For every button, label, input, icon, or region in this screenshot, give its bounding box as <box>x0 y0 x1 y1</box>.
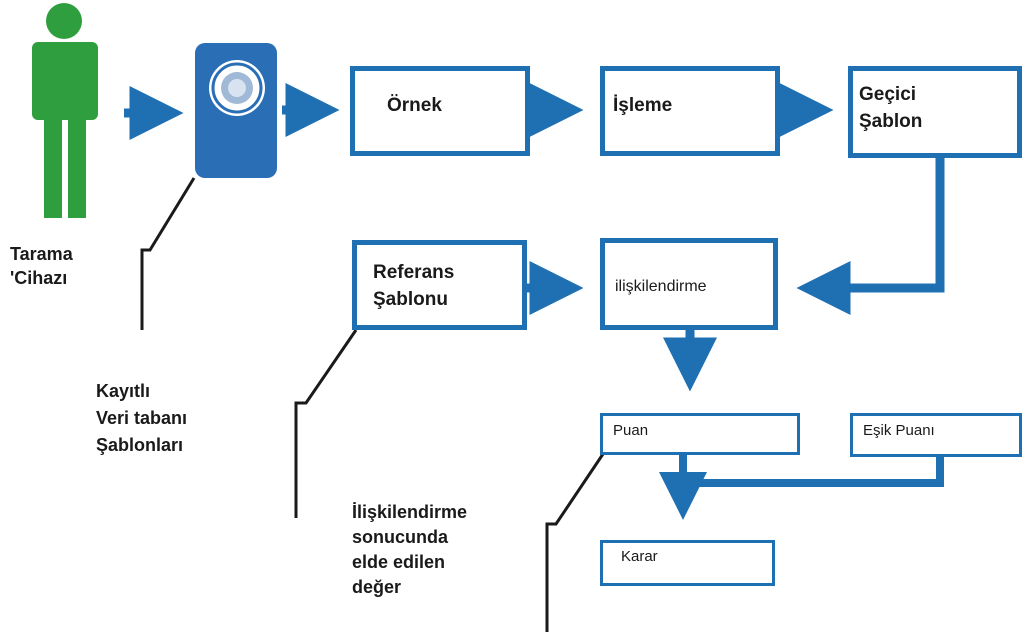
box-iliskilendirme: ilişkilendirme <box>600 238 778 330</box>
box-referans-sablonu: Referans Şablonu <box>352 240 527 330</box>
arrow-gecici-to-iliskilendirme <box>796 158 945 315</box>
callout-kayitli <box>294 329 358 518</box>
scanner-device-icon <box>195 43 277 178</box>
box-puan: Puan <box>600 413 800 455</box>
label-tarama-cihazi: Tarama 'Cihazı <box>10 244 73 288</box>
label-iliskilendirme-sonucu: İlişkilendirme sonucunda elde edilen değ… <box>352 502 468 597</box>
box-isleme: İşleme <box>600 66 780 156</box>
box-esik-puani-label: Eşik Puanı <box>863 422 935 439</box>
label-kayitli-veritabani: Kayıtlı Veri tabanı Şablonları <box>96 381 188 455</box>
box-referans-sablonu-label: Referans Şablonu <box>373 262 455 310</box>
box-esik-puani: Eşik Puanı <box>850 413 1022 457</box>
decision-connectors <box>659 455 944 520</box>
box-puan-label: Puan <box>613 422 649 439</box>
callout-iliskilendirme <box>545 453 605 632</box>
box-gecici-sablon-label: Geçici Şablon <box>859 84 923 132</box>
box-karar: Karar <box>600 540 775 586</box>
box-isleme-label: İşleme <box>613 95 673 116</box>
box-ornek-label: Örnek <box>387 95 442 116</box>
box-ornek: Örnek <box>350 66 530 156</box>
callout-tarama <box>140 177 196 330</box>
person-icon <box>32 3 98 218</box>
box-karar-label: Karar <box>621 548 658 565</box>
flow-arrows <box>124 83 945 392</box>
callout-lines <box>140 177 605 632</box>
box-iliskilendirme-label: ilişkilendirme <box>615 278 707 295</box>
box-gecici-sablon: Geçici Şablon <box>848 66 1022 158</box>
